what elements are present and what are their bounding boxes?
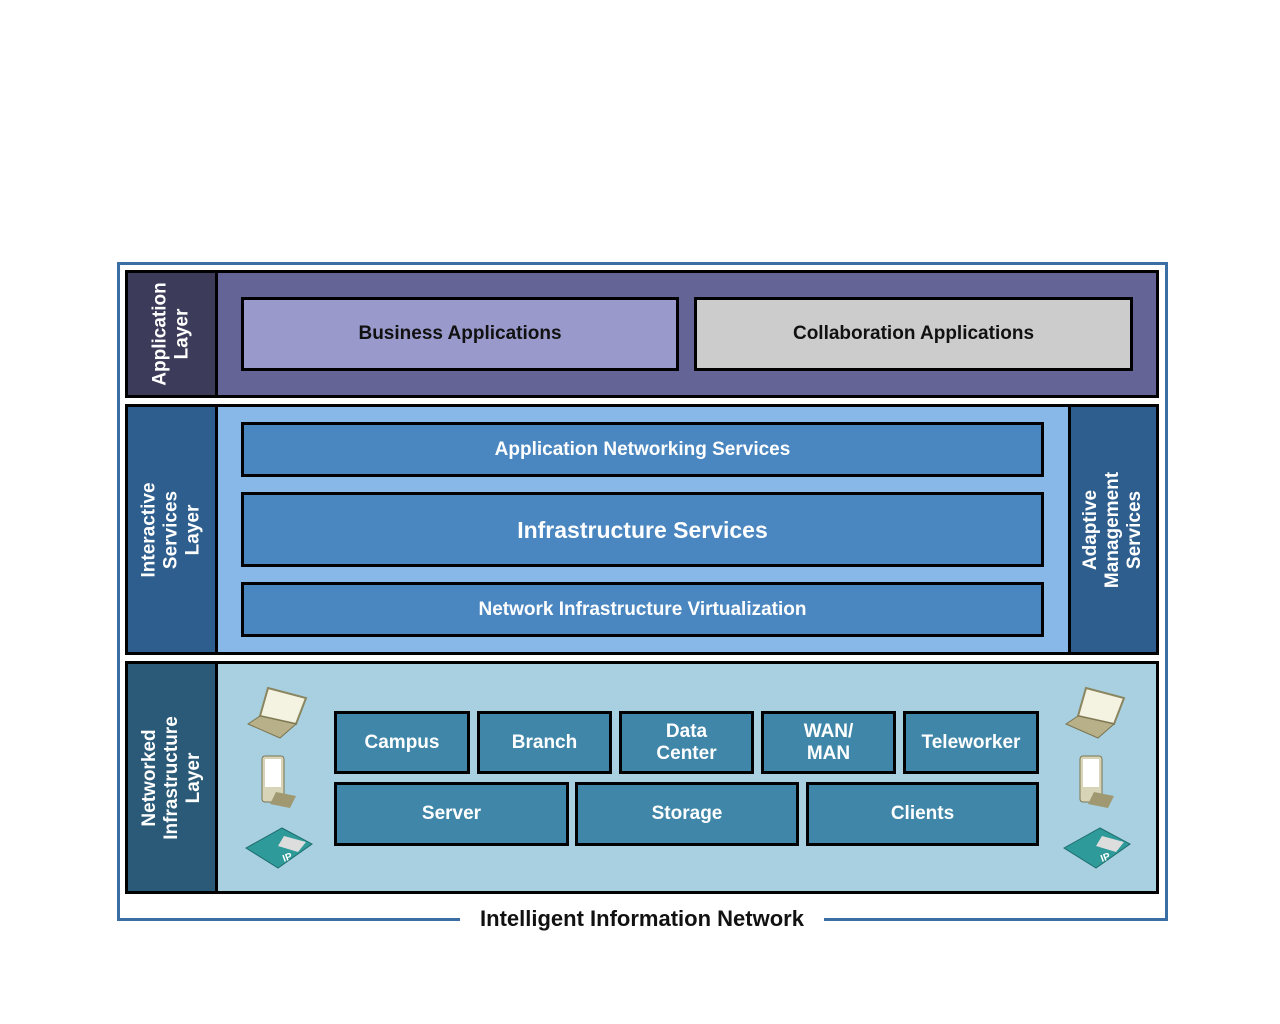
svg-text:IP: IP	[1099, 851, 1112, 865]
campus-box: Campus	[334, 711, 470, 774]
ip-phone-icon: IP	[245, 827, 313, 869]
laptop-icon	[246, 686, 308, 739]
ip-phone-icon: IP	[1063, 827, 1131, 869]
data-center-box: Data Center	[619, 711, 754, 774]
laptop-icon	[1064, 686, 1126, 739]
application-networking-services-box: Application Networking Services	[241, 422, 1044, 477]
svg-text:IP: IP	[281, 851, 294, 865]
collaboration-applications-box: Collaboration Applications	[694, 297, 1133, 371]
networked-infrastructure-layer-label: Networked Infrastructure Layer	[128, 664, 218, 891]
adaptive-management-services-label: Adaptive Management Services	[1068, 407, 1156, 652]
storage-box: Storage	[575, 782, 799, 846]
teleworker-box: Teleworker	[903, 711, 1039, 774]
application-layer-label: Application Layer	[128, 273, 218, 395]
interactive-services-layer-label: Interactive Services Layer	[128, 407, 218, 652]
business-applications-box: Business Applications	[241, 297, 679, 371]
wan-man-box: WAN/ MAN	[761, 711, 896, 774]
clients-box: Clients	[806, 782, 1039, 846]
infrastructure-services-box: Infrastructure Services	[241, 492, 1044, 567]
pda-icon	[1079, 755, 1114, 808]
network-infrastructure-virtualization-box: Network Infrastructure Virtualization	[241, 582, 1044, 637]
pda-icon	[261, 755, 296, 808]
branch-box: Branch	[477, 711, 612, 774]
server-box: Server	[334, 782, 569, 846]
diagram-title: Intelligent Information Network	[460, 906, 824, 932]
